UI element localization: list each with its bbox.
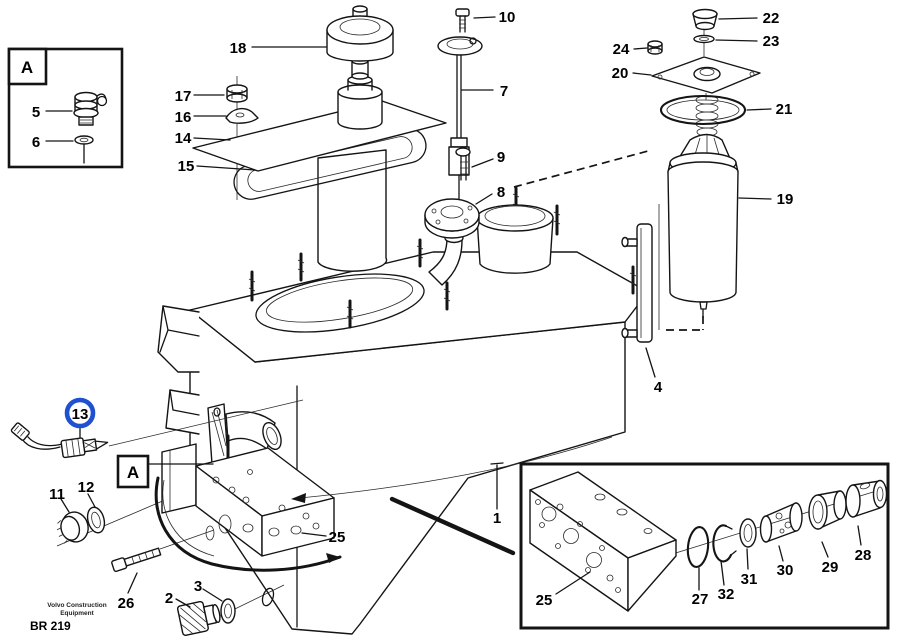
callout-28[interactable]: 28 (855, 547, 872, 564)
washer-12 (86, 506, 106, 534)
housing-28 (845, 479, 888, 518)
washer-31 (739, 518, 757, 548)
callout-27[interactable]: 27 (692, 591, 709, 608)
spool-30 (759, 502, 803, 543)
plug-11 (56, 511, 89, 544)
brand-line1: Volvo Construction (47, 602, 106, 609)
callout-19[interactable]: 19 (777, 191, 794, 208)
clamp-16 (225, 107, 259, 124)
callout-4[interactable]: 4 (654, 379, 663, 396)
plate-20 (651, 56, 761, 94)
bolt-26 (111, 547, 162, 573)
filler-stack (192, 5, 447, 272)
lifting-brackets (157, 305, 200, 435)
title-block: Volvo Construction Equipment BR 219 (30, 602, 107, 633)
cover-plate-14 (192, 100, 447, 172)
sensor-cable (21, 438, 61, 450)
sensor-leader (108, 399, 304, 447)
callout-17[interactable]: 17 (175, 88, 192, 105)
callout-14[interactable]: 14 (175, 130, 192, 147)
callout-29[interactable]: 29 (822, 559, 839, 576)
mount-dash-line (513, 150, 649, 188)
detail-a-ref-label: A (127, 463, 139, 482)
callout-23[interactable]: 23 (763, 33, 780, 50)
callout-31[interactable]: 31 (741, 571, 758, 588)
filler-neck (337, 75, 383, 130)
breather-18 (326, 5, 394, 80)
callout-6[interactable]: 6 (32, 134, 40, 151)
callout-12[interactable]: 12 (78, 479, 95, 496)
dipstick-assembly (424, 8, 483, 239)
callout-20[interactable]: 20 (612, 65, 629, 82)
inset-pointer-thick (389, 496, 516, 556)
callout-15[interactable]: 15 (178, 158, 195, 175)
nut-24 (647, 40, 663, 55)
manhole-opening (255, 273, 425, 333)
callout-11[interactable]: 11 (49, 486, 65, 503)
callout-25-inset[interactable]: 25 (536, 592, 553, 609)
callout-3[interactable]: 3 (194, 578, 202, 595)
o-ring-27 (686, 526, 710, 568)
swoosh-arrowhead (291, 493, 306, 503)
callout-labels: 1 2 3 4 5 6 7 8 9 10 11 12 13 14 15 16 1… (21, 9, 871, 612)
level-sensor-13 (10, 399, 304, 459)
studs (248, 186, 637, 329)
callout-8[interactable]: 8 (497, 184, 505, 201)
callout-32[interactable]: 32 (718, 586, 735, 603)
detail-a-box (7, 47, 124, 169)
callout-25[interactable]: 25 (329, 529, 346, 546)
callout-22[interactable]: 22 (763, 10, 780, 27)
tank-port (476, 204, 554, 274)
callout-7[interactable]: 7 (500, 83, 508, 100)
inset-detail-box (519, 462, 890, 630)
detail-a-label: A (21, 58, 33, 77)
callout-1[interactable]: 1 (493, 510, 501, 527)
swoosh-pointer (299, 436, 613, 499)
filter-assembly (513, 8, 761, 343)
washer-6 (74, 135, 94, 164)
block-holes (205, 469, 320, 541)
callout-13[interactable]: 13 (72, 406, 89, 423)
detail-a-reference (116, 454, 214, 489)
callout-30[interactable]: 30 (777, 562, 794, 579)
drain-dash-line (661, 316, 704, 331)
circlip-32 (712, 524, 737, 563)
bolt-10 (455, 8, 470, 33)
callout-24[interactable]: 24 (613, 41, 630, 58)
bracket-4 (621, 223, 653, 343)
callout-9[interactable]: 9 (497, 149, 505, 166)
washer-23 (693, 34, 715, 44)
highlight-ring-13[interactable] (64, 397, 96, 429)
washer-3 (220, 598, 236, 624)
hose-arm (154, 476, 342, 572)
nut-17 (226, 84, 248, 103)
plug-2 (176, 600, 221, 636)
filter-19 (667, 133, 739, 319)
callout-10[interactable]: 10 (499, 9, 516, 26)
callout-5[interactable]: 5 (32, 104, 40, 121)
o-ring-21 (659, 94, 747, 126)
flange-8 (424, 198, 480, 239)
callout-18[interactable]: 18 (230, 40, 247, 57)
cap-22 (692, 8, 718, 31)
leader-lines (45, 16, 862, 608)
plug-group (56, 487, 285, 636)
inset-block-holes (535, 493, 653, 593)
drain-hole (261, 587, 275, 607)
callout-2[interactable]: 2 (165, 590, 173, 607)
bolt-9 (455, 147, 471, 181)
brand-line2: Equipment (60, 610, 94, 617)
callout-21[interactable]: 21 (776, 101, 793, 118)
plug-5 (73, 91, 108, 126)
callout-16[interactable]: 16 (175, 109, 192, 126)
callout-26[interactable]: 26 (118, 595, 135, 612)
model-number: BR 219 (30, 619, 71, 633)
